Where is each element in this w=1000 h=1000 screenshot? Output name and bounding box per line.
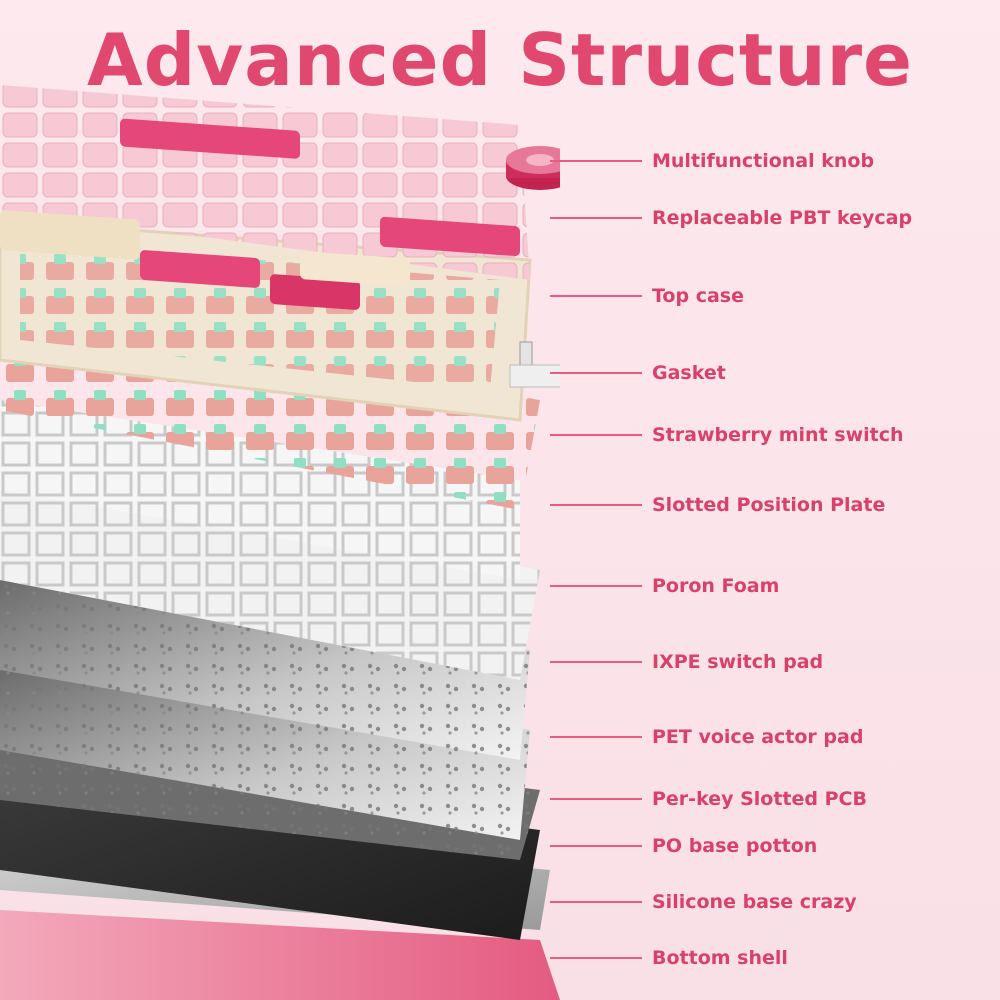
callout-poron-foam: Poron Foam: [550, 571, 990, 601]
leader-line: [550, 295, 642, 297]
callout-gasket: Gasket: [550, 358, 990, 388]
leader-line: [550, 217, 642, 219]
callout-pet-pad: PET voice actor pad: [550, 722, 990, 752]
callout-pbt-keycap: Replaceable PBT keycap: [550, 203, 990, 233]
label-switch: Strawberry mint switch: [652, 424, 904, 446]
leader-line: [550, 957, 642, 959]
label-pcb: Per-key Slotted PCB: [652, 788, 867, 810]
callout-multifunctional-knob: Multifunctional knob: [550, 146, 990, 176]
label-gasket: Gasket: [652, 362, 726, 384]
leader-line: [550, 736, 642, 738]
label-pbt-keycap: Replaceable PBT keycap: [652, 207, 913, 229]
callout-ixpe-pad: IXPE switch pad: [550, 647, 990, 677]
label-multifunctional-knob: Multifunctional knob: [652, 150, 875, 172]
label-top-case: Top case: [652, 285, 744, 307]
label-po-base: PO base potton: [652, 835, 818, 857]
leader-line: [550, 160, 642, 162]
leader-line: [550, 798, 642, 800]
label-bottom-shell: Bottom shell: [652, 947, 788, 969]
leader-line: [550, 504, 642, 506]
keyboard-exploded-illustration: [0, 85, 560, 1000]
leader-line: [550, 372, 642, 374]
callout-silicone-base: Silicone base crazy: [550, 887, 990, 917]
label-pet-pad: PET voice actor pad: [652, 726, 864, 748]
page-title: Advanced Structure: [87, 18, 913, 102]
label-ixpe-pad: IXPE switch pad: [652, 651, 824, 673]
callout-po-base: PO base potton: [550, 831, 990, 861]
leader-line: [550, 585, 642, 587]
label-silicone-base: Silicone base crazy: [652, 891, 857, 913]
leader-line: [550, 434, 642, 436]
leader-line: [550, 661, 642, 663]
leader-line: [550, 901, 642, 903]
callout-position-plate: Slotted Position Plate: [550, 490, 990, 520]
callout-pcb: Per-key Slotted PCB: [550, 784, 990, 814]
callout-bottom-shell: Bottom shell: [550, 943, 990, 973]
leader-line: [550, 845, 642, 847]
label-poron-foam: Poron Foam: [652, 575, 780, 597]
label-position-plate: Slotted Position Plate: [652, 494, 886, 516]
callout-switch: Strawberry mint switch: [550, 420, 990, 450]
callout-top-case: Top case: [550, 281, 990, 311]
